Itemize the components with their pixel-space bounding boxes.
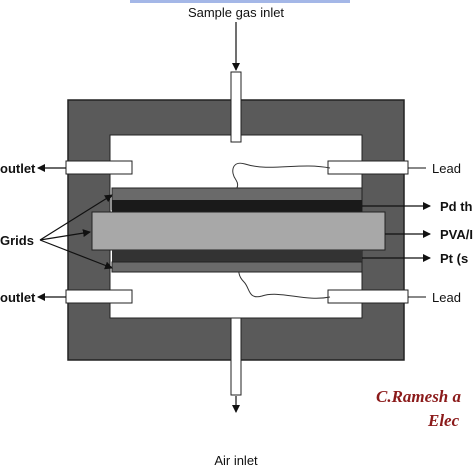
outlet-bottom-label: outlet [0,290,36,305]
lead-wire-top [231,162,331,195]
lead-port-bottom [327,289,409,304]
lead-wire-bottom [238,265,331,299]
pt-layer-label: Pt (s [440,251,468,266]
sample-gas-inlet-label: Sample gas inlet [188,5,284,20]
lead-top-label: Lead [432,161,461,176]
lead-port-top [327,160,409,175]
pva-membrane-layer [91,211,386,251]
pva-layer-label: PVA/I [440,227,473,242]
grids-label: Grids [0,233,34,248]
grids-arrow-bottom [39,239,113,270]
grids-arrow-top [39,194,113,241]
pt-electrode-layer [112,250,362,262]
sample-gas-inlet-tube [230,71,242,143]
credit-line-1: C.Ramesh a [376,387,462,406]
pd-layer-label: Pd th [440,199,473,214]
air-inlet-tube [230,317,242,396]
credit-line-2: Elec [427,411,460,430]
pt-electrode-frame [111,261,363,273]
outlet-port-top [65,160,133,175]
lead-bottom-label: Lead [432,290,461,305]
air-inlet-label: Air inlet [214,453,258,468]
grids-arrow-middle [39,229,91,241]
outlet-port-bottom [65,289,133,304]
outlet-top-label: outlet [0,161,36,176]
clipped-heading-fragment [130,0,350,3]
pd-film-layer [112,200,362,212]
